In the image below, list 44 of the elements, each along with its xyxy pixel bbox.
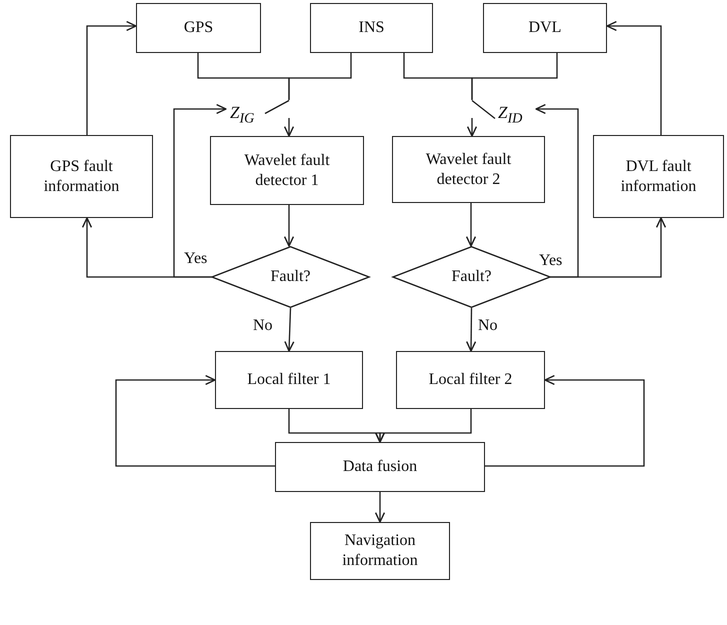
node-label: Navigation information: [341, 531, 419, 571]
arrow: [284, 205, 294, 247]
process-box: [10, 135, 153, 218]
process-box: [136, 3, 261, 53]
decision-diamond: [212, 246, 369, 308]
switch-label: Z$_{IG}$: [230, 102, 254, 128]
arrow: [466, 118, 478, 137]
process-box: [210, 136, 364, 205]
node-label: DVL: [528, 18, 562, 38]
process-box: [396, 351, 545, 409]
node-label: GPS: [184, 18, 214, 38]
arrow: [485, 374, 645, 467]
switch-label: Z$_{ID}$: [498, 102, 522, 128]
connector-line: [471, 53, 558, 100]
connector-line: [288, 53, 352, 100]
arrow: [606, 20, 662, 135]
node-label: DVL fault information: [620, 156, 698, 196]
arrow: [284, 118, 294, 137]
arrow: [535, 104, 579, 278]
arrow: [115, 374, 275, 467]
node-label: Local filter 2: [428, 370, 512, 390]
node-label: INS: [358, 18, 384, 38]
arrow: [86, 20, 137, 135]
process-box: [593, 135, 724, 218]
arrow: [466, 203, 476, 247]
process-box: [275, 442, 485, 492]
node-label: Data fusion: [342, 457, 418, 477]
process-box: [215, 351, 363, 409]
node-label: Wavelet fault detector 2: [424, 150, 512, 190]
process-box: [310, 522, 450, 580]
node-label: Local filter 1: [247, 370, 331, 390]
node-label: Fault?: [452, 267, 492, 287]
arrow: [550, 217, 666, 278]
arrow: [284, 308, 294, 352]
arrow: [466, 308, 476, 352]
arrow: [374, 492, 386, 523]
node-label: Fault?: [270, 267, 310, 287]
process-box: [310, 3, 433, 53]
process-box: [483, 3, 607, 53]
arrow: [374, 409, 472, 443]
arrow: [173, 104, 227, 278]
process-box: [392, 136, 545, 203]
node-label: Wavelet fault detector 1: [243, 150, 331, 190]
node-label: GPS fault information: [42, 156, 120, 196]
